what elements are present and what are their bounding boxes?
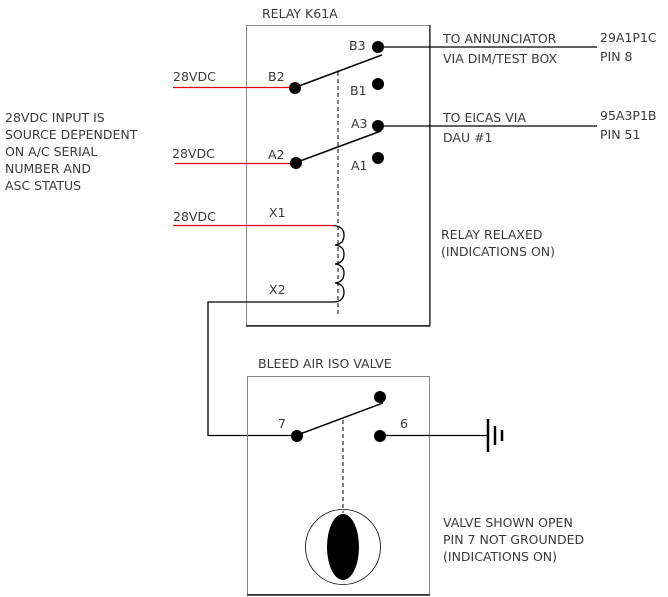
valve-state-note-2: PIN 7 NOT GROUNDED (443, 532, 584, 547)
source-note: 28VDC INPUT IS SOURCE DEPENDENT ON A/C S… (5, 110, 138, 193)
x1-source-label: 28VDC (173, 209, 216, 224)
switch-arm-b (298, 54, 383, 87)
svg-text:28VDC INPUT IS: 28VDC INPUT IS (5, 110, 105, 125)
contact-b1 (372, 78, 384, 90)
ground-icon (486, 419, 504, 452)
valve-disc (327, 514, 359, 580)
contact-a3 (372, 120, 384, 132)
b3-destination-2: VIA DIM/TEST BOX (443, 51, 558, 66)
b3-destination: TO ANNUNCIATOR (442, 31, 557, 46)
a3-destination-2: DAU #1 (443, 130, 493, 145)
b2-source-label: 28VDC (173, 69, 216, 84)
relay-state-note-2: (INDICATIONS ON) (441, 244, 555, 259)
relay-coil (332, 224, 345, 303)
pin-label-a2: A2 (268, 147, 285, 162)
pin-label-a1: A1 (351, 158, 368, 173)
pin-label-6: 6 (400, 416, 408, 431)
contact-valve-open (374, 391, 386, 403)
valve-body (305, 509, 381, 585)
contact-pin7 (291, 430, 303, 442)
valve-title: BLEED AIR ISO VALVE (258, 356, 392, 371)
pin-label-a3: A3 (351, 116, 368, 131)
x2-to-pin7-wire (207, 301, 333, 437)
contact-a2 (290, 157, 302, 169)
pin-label-b2: B2 (268, 69, 285, 84)
contact-b3 (372, 41, 384, 53)
pin-label-x2: X2 (269, 282, 286, 297)
valve-state-note: VALVE SHOWN OPEN (443, 515, 573, 530)
switch-arm-a (299, 130, 382, 162)
pin-label-x1: X1 (269, 205, 286, 220)
svg-text:ON A/C SERIAL: ON A/C SERIAL (5, 144, 97, 159)
b3-connector-pin: PIN 8 (600, 49, 633, 64)
valve-switch-arm (299, 402, 384, 435)
pin-label-b3: B3 (349, 38, 366, 53)
contact-b2 (289, 82, 301, 94)
a2-source-label: 28VDC (172, 146, 215, 161)
valve-state-note-3: (INDICATIONS ON) (443, 549, 557, 564)
relay-state-note: RELAY RELAXED (441, 227, 543, 242)
pin-label-7: 7 (278, 416, 286, 431)
b3-connector: 29A1P1C (600, 30, 657, 45)
relay-contacts (289, 41, 384, 169)
valve-contacts (291, 391, 386, 442)
pin-label-b1: B1 (350, 83, 367, 98)
svg-text:NUMBER AND: NUMBER AND (5, 161, 91, 176)
svg-text:SOURCE DEPENDENT: SOURCE DEPENDENT (5, 127, 138, 142)
a3-connector-pin: PIN 51 (600, 127, 640, 142)
relay-title: RELAY K61A (262, 6, 338, 21)
contact-pin6 (374, 430, 386, 442)
a3-connector: 95A3P1B (600, 108, 656, 123)
svg-text:ASC STATUS: ASC STATUS (5, 178, 81, 193)
a3-destination: TO EICAS VIA (442, 110, 526, 125)
contact-a1 (372, 152, 384, 164)
